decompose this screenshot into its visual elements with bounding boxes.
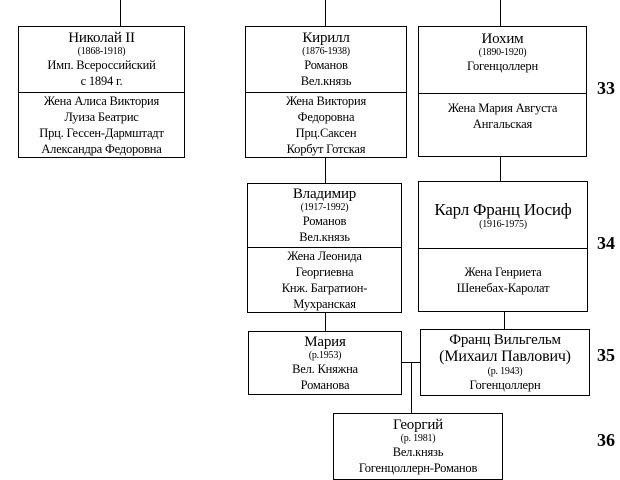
spouse-line: Жена Генриета	[464, 265, 542, 279]
generation-number: 35	[597, 345, 615, 365]
person-title: Гогенцоллерн	[469, 378, 541, 392]
person-nikolai: Николай II (1868-1918) Имп. Всероссийски…	[18, 26, 185, 158]
connector-line	[500, 0, 501, 26]
person-title: Гогенцоллерн	[467, 59, 538, 73]
connector-line	[120, 0, 121, 26]
connector-line	[500, 157, 501, 181]
connector-line	[325, 157, 326, 183]
person-name: Николай II	[68, 30, 135, 46]
spouse-line: Прц. Гессен-Дармштадт	[39, 126, 164, 140]
spouse-line: Кнж. Багратион-	[281, 281, 368, 295]
spouse-line: Корбут Готская	[286, 142, 366, 156]
spouse-line: Шенебах-Каролат	[456, 281, 550, 295]
person-title: Романов	[302, 214, 347, 228]
spouse-line: Жена Виктория	[285, 94, 367, 108]
person-iokhim: Иохим (1890-1920) Гогенцоллерн Жена Мари…	[418, 26, 587, 157]
generation-number: 34	[597, 233, 615, 253]
spouse-line: Александра Федоровна	[41, 142, 162, 156]
spouse-line: Прц.Саксен	[295, 126, 357, 140]
person-dates: (1890-1920)	[478, 47, 527, 58]
spouse-line: Федоровна	[297, 110, 355, 124]
person-title: Романов	[304, 58, 348, 72]
connector-line	[504, 312, 505, 329]
generation-number: 36	[597, 430, 615, 450]
person-name: Мария	[304, 333, 346, 350]
person-name: Карл Франц Иосиф	[434, 199, 572, 219]
spouse-line: Жена Алиса Виктория	[43, 94, 160, 108]
person-maria: Мария (р.1953) Вел. Княжна Романова	[248, 331, 402, 395]
person-karl: Карл Франц Иосиф (1916-1975) Жена Генрие…	[418, 181, 588, 312]
connector-line	[411, 362, 412, 413]
person-name: Кирилл	[302, 30, 350, 46]
generation-number: 33	[597, 78, 615, 98]
person-name: Иохим	[481, 31, 524, 47]
spouse-line: Жена Мария Августа	[447, 101, 558, 115]
person-name: Франц Вильгельм	[449, 332, 561, 348]
person-name: Георгий	[393, 417, 443, 433]
person-dates: (1917-1992)	[300, 202, 349, 213]
spouse-line: Ангальская	[472, 117, 533, 131]
spouse-line: Георгиевна	[295, 265, 354, 279]
person-title: Вел.князь	[299, 230, 350, 244]
person-title: Гогенцоллерн-Романов	[358, 461, 478, 475]
person-title: с 1894 г.	[80, 74, 123, 88]
person-alt-name: (Михаил Павлович)	[439, 348, 571, 365]
connector-line	[325, 0, 326, 26]
connector-line	[325, 313, 326, 331]
spouse-line: Луиза Беатрис	[64, 110, 139, 124]
person-dates: (р. 1981)	[400, 433, 436, 444]
person-dates: (р. 1943)	[487, 366, 523, 377]
spouse-line: Жена Леонида	[287, 249, 362, 263]
person-vladimir: Владимир (1917-1992) Романов Вел.князь Ж…	[247, 183, 402, 313]
spouse-line: Мухранская	[293, 297, 356, 311]
person-dates: (1916-1975)	[479, 218, 527, 230]
person-title: Вел.князь	[392, 445, 444, 459]
person-name: Владимир	[292, 186, 357, 202]
person-title: Имп. Всероссийский	[47, 58, 156, 72]
person-georgiy: Георгий (р. 1981) Вел.князь Гогенцоллерн…	[333, 413, 503, 480]
person-kirill: Кирилл (1876-1938) Романов Вел.князь Жен…	[245, 26, 407, 158]
person-dates: (1876-1938)	[302, 46, 350, 57]
person-title: Вел.князь	[300, 74, 352, 88]
person-dates: (р.1953)	[308, 349, 342, 361]
person-title: Романова	[300, 377, 350, 392]
person-title: Вел. Княжна	[292, 361, 358, 376]
person-dates: (1868-1918)	[77, 46, 126, 57]
person-franz: Франц Вильгельм (Михаил Павлович) (р. 19…	[420, 329, 590, 396]
